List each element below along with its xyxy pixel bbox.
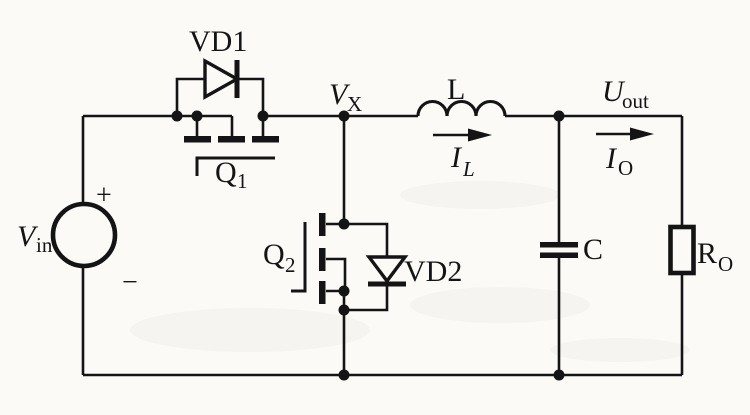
- inductor-label: L: [447, 73, 465, 106]
- inductor-symbol: [416, 100, 507, 117]
- capacitor-symbol: [540, 242, 578, 258]
- junction-dot: [338, 285, 350, 297]
- junction-dot: [338, 110, 350, 122]
- svg-text:in: in: [36, 233, 53, 257]
- minus-sign: −: [122, 267, 138, 298]
- junction-dot: [338, 304, 350, 316]
- svg-text:V: V: [329, 78, 351, 111]
- capacitor-plate: [540, 252, 578, 258]
- svg-text:Q: Q: [215, 156, 237, 189]
- current-arrow-io: [596, 127, 654, 141]
- q2-label: Q 2: [263, 238, 296, 277]
- mosfet-channel-bar: [319, 213, 326, 236]
- junction-dot: [553, 110, 565, 122]
- svg-text:I: I: [450, 141, 463, 174]
- diode-anode-lead: [175, 77, 205, 116]
- junction-dots: [171, 110, 565, 381]
- mosfet-gate: [195, 156, 275, 176]
- il-label: I L: [450, 141, 475, 181]
- arrow-head: [630, 127, 654, 141]
- svg-text:I: I: [605, 142, 618, 175]
- svg-text:V: V: [17, 220, 39, 253]
- mosfet-channel-bar: [319, 281, 326, 304]
- q1-label: Q 1: [215, 156, 248, 193]
- junction-dot: [171, 110, 183, 122]
- svg-text:Q: Q: [263, 238, 285, 271]
- mosfet-channel-bar: [252, 136, 279, 143]
- svg-text:X: X: [347, 92, 362, 116]
- mosfet-channel-bar: [319, 248, 326, 271]
- junction-dot: [338, 218, 350, 230]
- svg-text:O: O: [718, 252, 733, 276]
- svg-text:1: 1: [237, 169, 248, 193]
- diode-vd1-symbol: [175, 58, 265, 116]
- uout-label: U out: [602, 75, 649, 113]
- cap-label: C: [583, 233, 603, 266]
- capacitor-plate: [540, 242, 578, 248]
- diode-vd2-symbol: [344, 222, 409, 312]
- voltage-source-symbol: + −: [50, 180, 138, 298]
- voltage-source-circle: [50, 201, 118, 269]
- io-label: I O: [605, 142, 633, 180]
- vin-label: V in: [17, 220, 53, 257]
- junction-dot: [257, 110, 269, 122]
- svg-text:R: R: [697, 237, 717, 270]
- svg-text:L: L: [462, 157, 475, 181]
- junction-dot: [553, 369, 565, 381]
- diode-cathode-lead: [237, 77, 265, 116]
- mosfet-channel-bar: [184, 136, 211, 143]
- mosfet-q2-symbol: [291, 213, 347, 304]
- svg-text:O: O: [618, 156, 633, 180]
- diode-triangle: [203, 58, 241, 100]
- arrow-head: [468, 128, 492, 142]
- mosfet-channel-bar: [218, 136, 245, 143]
- junction-dot: [191, 110, 203, 122]
- diode-anode-lead: [344, 222, 389, 257]
- svg-text:2: 2: [285, 253, 296, 277]
- vx-label: V X: [329, 78, 362, 116]
- diode-cathode-lead: [344, 284, 389, 312]
- resistor-symbol: [668, 224, 696, 276]
- current-arrow-il: [433, 128, 492, 142]
- ro-label: R O: [697, 237, 733, 276]
- plus-sign: +: [96, 180, 112, 211]
- diode-triangle: [365, 255, 409, 284]
- mosfet-gate: [291, 222, 307, 293]
- vd2-label: VD2: [404, 255, 462, 288]
- svg-text:out: out: [622, 89, 649, 113]
- junction-dot: [338, 369, 350, 381]
- mosfet-body-tie: [326, 257, 347, 291]
- vd1-label: VD1: [189, 25, 247, 58]
- wires: [81, 114, 684, 377]
- scan-smudge: [130, 181, 690, 362]
- svg-text:U: U: [602, 75, 626, 108]
